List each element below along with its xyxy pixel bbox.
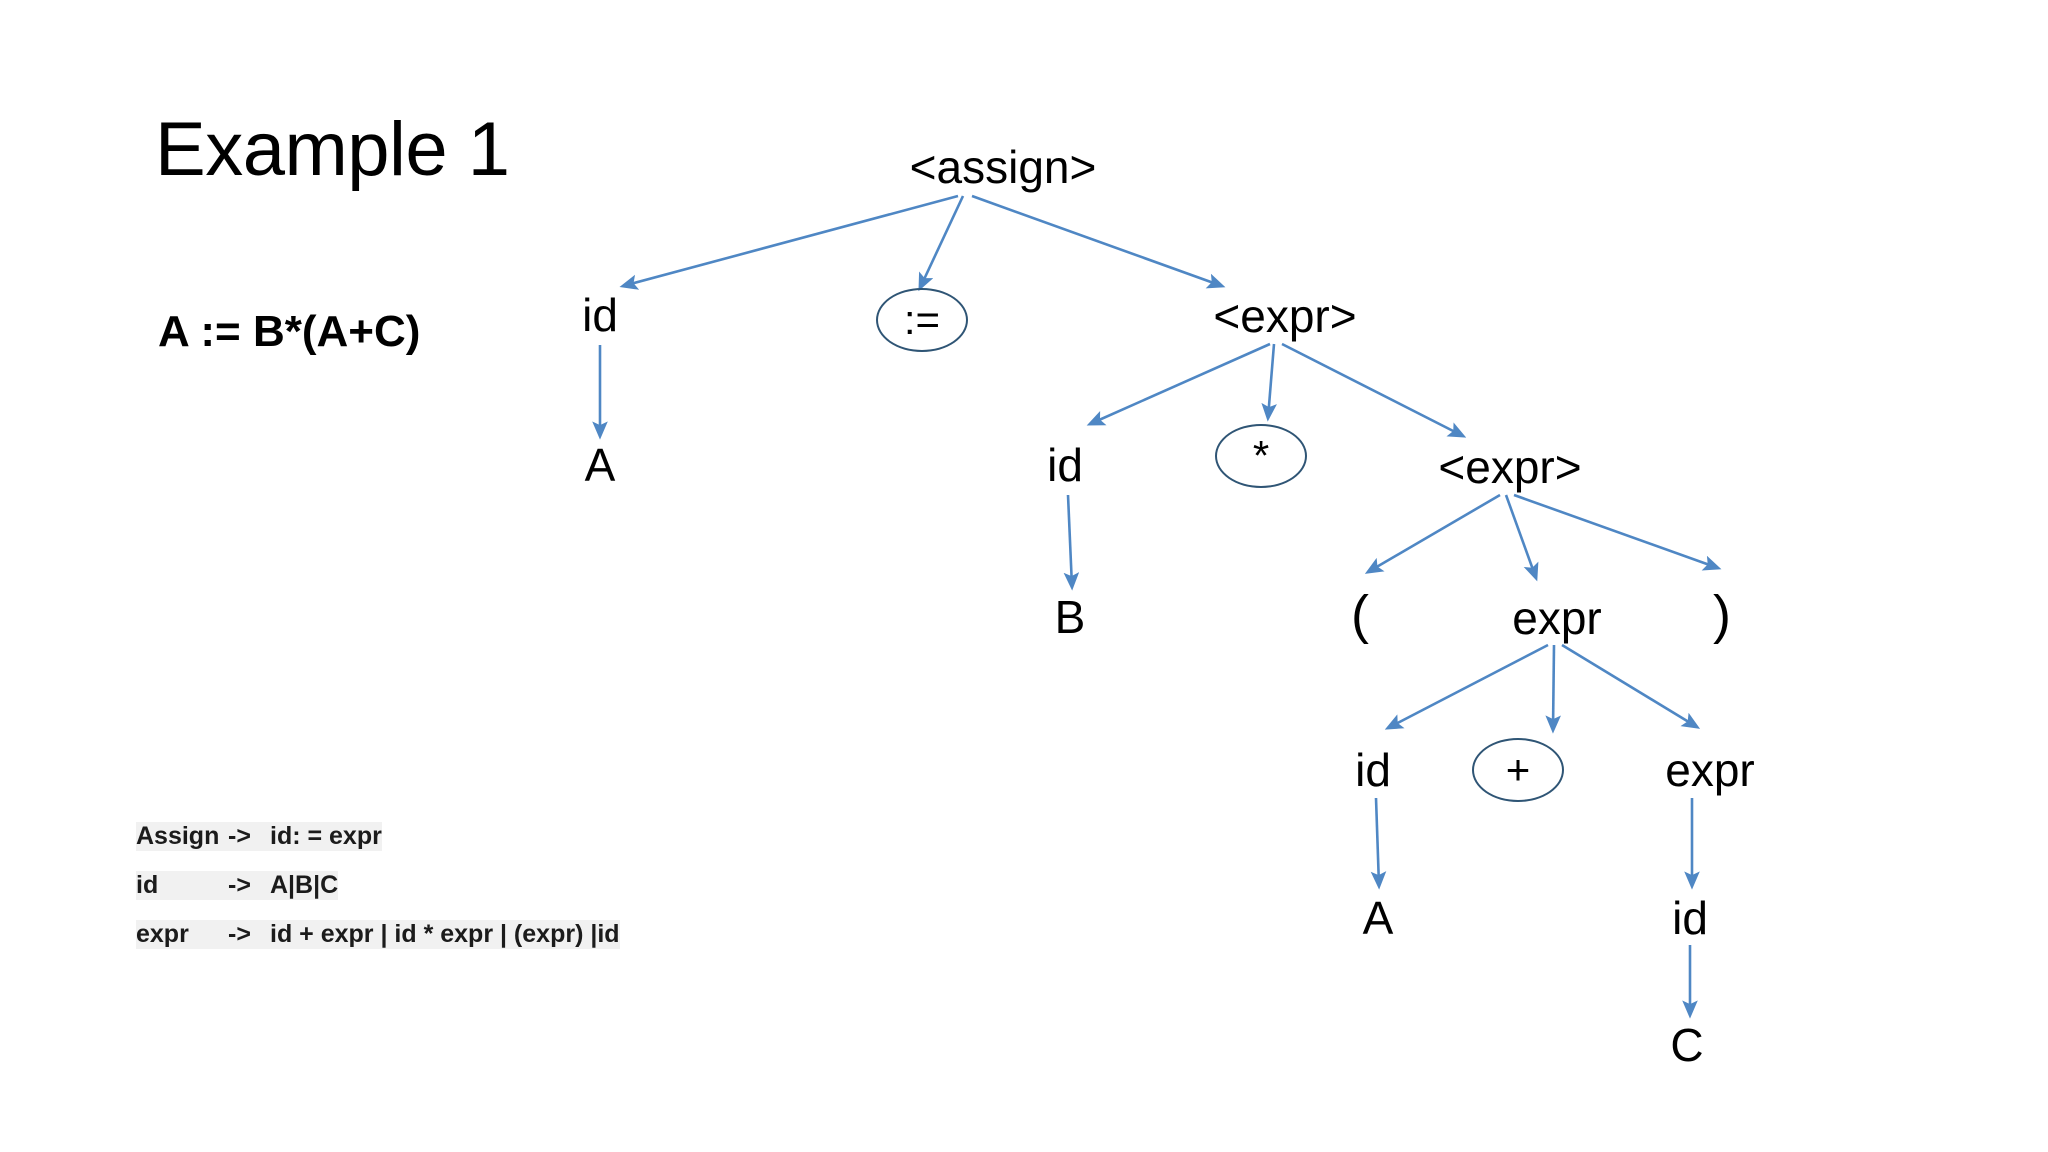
expression-text: A := B*(A+C): [158, 307, 421, 356]
tree-node-expr4: expr: [1665, 744, 1755, 796]
tree-edge-expr3-to-id3: [1384, 643, 1549, 730]
grammar-rule-arrow-icon: ->: [228, 871, 270, 900]
grammar-rule-lhs: expr: [136, 920, 228, 949]
tree-node-id3: id: [1355, 744, 1391, 796]
grammar-rule: expr->id + expr | id * expr | (expr) |id: [136, 920, 716, 949]
tree-node-id2: id: [1047, 439, 1083, 491]
grammar-rule-lhs: id: [136, 871, 228, 900]
tree-node-id1: id: [582, 289, 618, 341]
grammar-rule-rhs: id: = expr: [270, 822, 382, 851]
grammar-rule-lhs: Assign: [136, 822, 228, 851]
tree-edge-expr2-to-lparen: [1364, 493, 1501, 574]
tree-node-expr1: <expr>: [1213, 290, 1357, 342]
tree-node-A1: A: [584, 439, 616, 491]
tree-edge-root-to-id1: [619, 194, 959, 290]
grammar-rule-rhs: A|B|C: [270, 871, 339, 900]
tree-edge-expr2-to-expr3: [1504, 494, 1539, 582]
tree-edge-expr3-to-addop: [1545, 644, 1561, 734]
tree-edge-id3-to-A2: [1370, 797, 1387, 890]
tree-node-lparen: (: [1351, 585, 1369, 645]
grammar-rule-arrow-icon: ->: [228, 920, 270, 949]
tree-node-B1: B: [1054, 591, 1086, 643]
tree-node-addop: +: [1472, 738, 1564, 802]
grammar-rule: Assign->id: = expr: [136, 822, 716, 851]
tree-edge-expr2-to-rparen: [1513, 493, 1722, 571]
tree-edge-expr1-to-mulop: [1261, 343, 1277, 422]
tree-edge-id2-to-B1: [1063, 494, 1080, 591]
tree-node-mulop: *: [1215, 424, 1307, 488]
tree-node-C1: C: [1670, 1019, 1704, 1071]
tree-edge-root-to-expr1: [971, 194, 1226, 289]
tree-edge-expr1-to-expr2: [1281, 342, 1467, 438]
tree-edge-expr3-to-expr4: [1561, 643, 1701, 729]
tree-node-rparen: ): [1713, 585, 1731, 645]
tree-node-assignop: :=: [876, 288, 968, 352]
tree-node-id4: id: [1672, 892, 1708, 944]
tree-edge-expr1-to-id2: [1086, 342, 1271, 426]
grammar-rule: id->A|B|C: [136, 871, 716, 900]
tree-edge-root-to-assignop: [918, 195, 965, 292]
tree-node-expr2: <expr>: [1438, 441, 1582, 493]
tree-node-A2: A: [1362, 892, 1394, 944]
page-title: Example 1: [155, 107, 510, 192]
tree-node-root: <assign>: [909, 141, 1097, 193]
grammar-rule-rhs: id + expr | id * expr | (expr) |id: [270, 920, 620, 949]
grammar-rule-arrow-icon: ->: [228, 822, 270, 851]
tree-node-expr3: expr: [1512, 592, 1602, 644]
